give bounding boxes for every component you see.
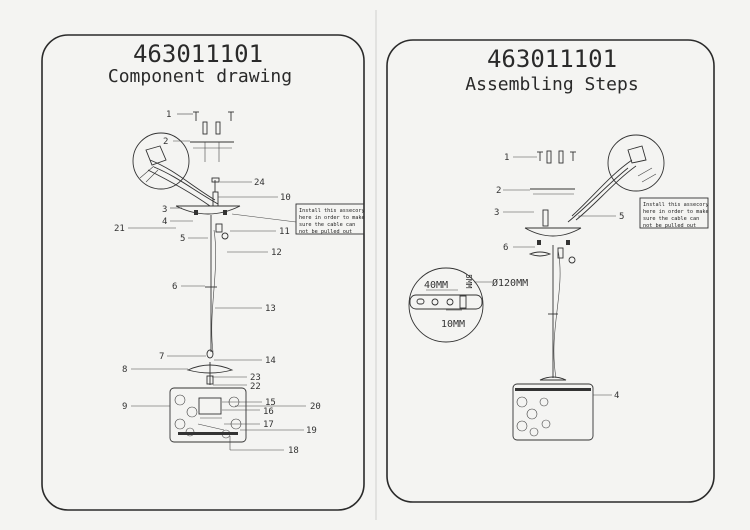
right-callout-4: 4 — [614, 391, 619, 401]
right-shade — [512, 376, 594, 441]
dimension-5mm: 5MM — [464, 274, 473, 289]
left-panel: 463011101 Component drawing — [41, 34, 365, 511]
right-callout-3: 3 — [494, 208, 499, 218]
right-panel: 463011101 Assembling Steps Install this — [386, 39, 715, 503]
left-callout-18: 18 — [288, 446, 299, 456]
right-heading: Assembling Steps — [465, 74, 638, 95]
left-note-line-2: here in order to make — [299, 215, 365, 221]
left-canopy — [175, 205, 241, 215]
right-callout-2: 2 — [496, 186, 501, 196]
left-callout-23: 23 — [250, 373, 261, 383]
left-callout-10: 10 — [280, 193, 291, 203]
right-note-line-2: here in order to make — [643, 209, 709, 215]
left-callout-5: 5 — [180, 234, 185, 244]
left-callout-1: 1 — [166, 110, 171, 120]
left-callout-20: 20 — [310, 402, 321, 412]
left-callout-16: 16 — [263, 407, 274, 417]
left-callout-24: 24 — [254, 178, 265, 188]
left-screws — [193, 111, 234, 121]
left-note-line-4: not be pulled out — [299, 229, 352, 235]
right-callouts: 1 2 3 4 5 6 — [494, 153, 624, 401]
left-callout-9: 9 — [122, 402, 127, 412]
right-panel-frame — [386, 39, 715, 503]
right-screws — [537, 150, 576, 164]
left-shade — [169, 387, 247, 443]
left-callout-13: 13 — [265, 304, 276, 314]
dimension-40mm: 40MM — [424, 280, 448, 291]
right-callout-6: 6 — [503, 243, 508, 253]
left-callout-15: 15 — [265, 398, 276, 408]
dimension-10mm: 10MM — [441, 319, 465, 330]
left-callout-2: 2 — [163, 137, 168, 147]
left-shade-cap — [186, 364, 234, 374]
right-install-note: Install this assecory here in order to m… — [639, 197, 709, 229]
left-callout-17: 17 — [263, 420, 274, 430]
left-callout-21: 21 — [114, 224, 125, 234]
left-note-line-3: sure the cable can — [299, 222, 355, 228]
left-wiring-detail — [132, 132, 219, 207]
left-note-line-1: Install this assecory — [299, 208, 365, 214]
right-callout-5: 5 — [619, 212, 624, 222]
left-panel-frame — [41, 34, 365, 511]
right-note-line-1: Install this assecory — [643, 202, 709, 208]
dimension-diameter: Ø120MM — [492, 277, 528, 289]
right-wiring-detail — [567, 134, 665, 223]
left-callout-6: 6 — [172, 282, 177, 292]
left-callout-19: 19 — [306, 426, 317, 436]
right-model-number: 463011101 — [487, 45, 617, 73]
left-callout-11: 11 — [279, 227, 290, 237]
right-note-line-4: not be pulled out — [643, 223, 696, 229]
left-install-note: Install this assecory here in order to m… — [231, 203, 365, 235]
left-callout-7: 7 — [159, 352, 164, 362]
right-note-line-3: sure the cable can — [643, 216, 699, 222]
left-callout-8: 8 — [122, 365, 127, 375]
right-canopy — [524, 227, 582, 237]
left-model-number: 463011101 — [133, 40, 263, 68]
left-callout-12: 12 — [271, 248, 282, 258]
left-callout-22: 22 — [250, 382, 261, 392]
left-callouts: 1 2 3 4 5 6 7 8 9 10 11 12 13 — [114, 110, 321, 456]
left-callout-4: 4 — [162, 217, 167, 227]
right-callout-1: 1 — [504, 153, 509, 163]
left-callout-14: 14 — [265, 356, 276, 366]
bracket-dimension-detail: 40MM 5MM 10MM Ø120MM — [408, 267, 528, 343]
left-heading: Component drawing — [108, 66, 292, 87]
left-callout-3: 3 — [162, 205, 167, 215]
